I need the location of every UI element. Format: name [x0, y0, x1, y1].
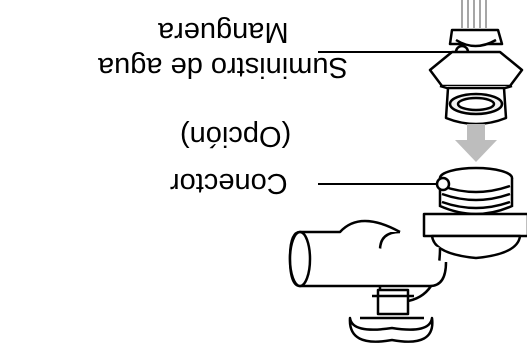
option-label: (Opción)	[180, 120, 292, 152]
connector-icon	[435, 166, 514, 216]
faucet-icon	[288, 212, 527, 343]
hose-icon	[461, 0, 487, 28]
arrow-down-icon	[455, 124, 497, 162]
water-supply-fitting-icon	[428, 28, 524, 126]
water-supply-label: Suministro de agua	[98, 51, 348, 83]
connector-label: Conector	[170, 167, 288, 199]
hose-label: Manguera	[158, 16, 289, 48]
